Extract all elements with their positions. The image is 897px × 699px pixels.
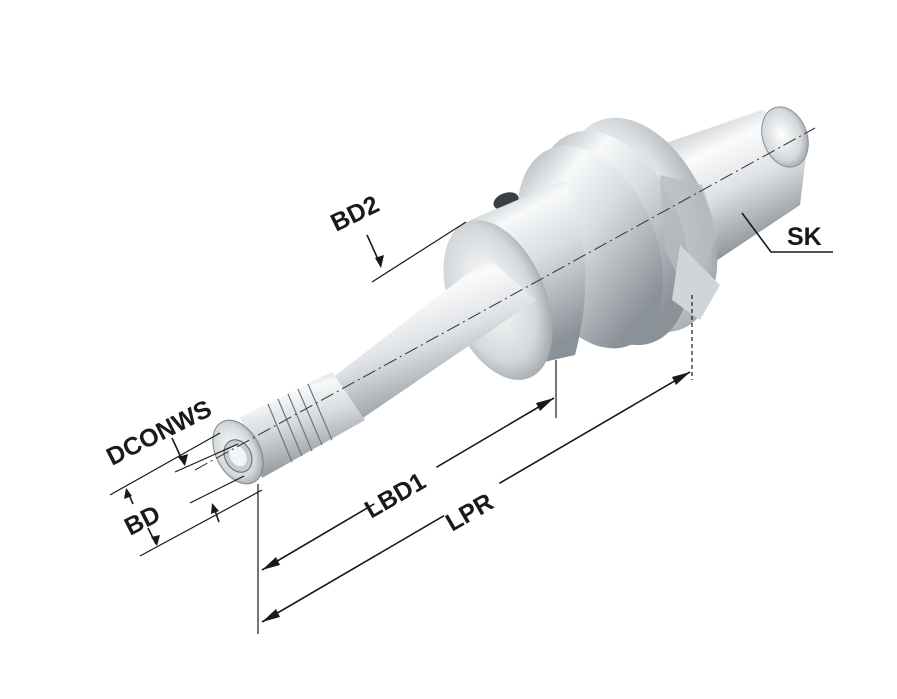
center-axis <box>194 127 816 471</box>
bd2-label: BD2 <box>326 190 383 237</box>
collet-nose <box>212 372 365 485</box>
slim-taper <box>332 258 536 420</box>
dconws-label: DCONWS <box>102 395 216 472</box>
bd-label: BD <box>120 500 165 541</box>
sk-dimension: SK <box>741 212 833 253</box>
sk-label: SK <box>787 223 822 251</box>
collet-grooves <box>267 383 333 463</box>
